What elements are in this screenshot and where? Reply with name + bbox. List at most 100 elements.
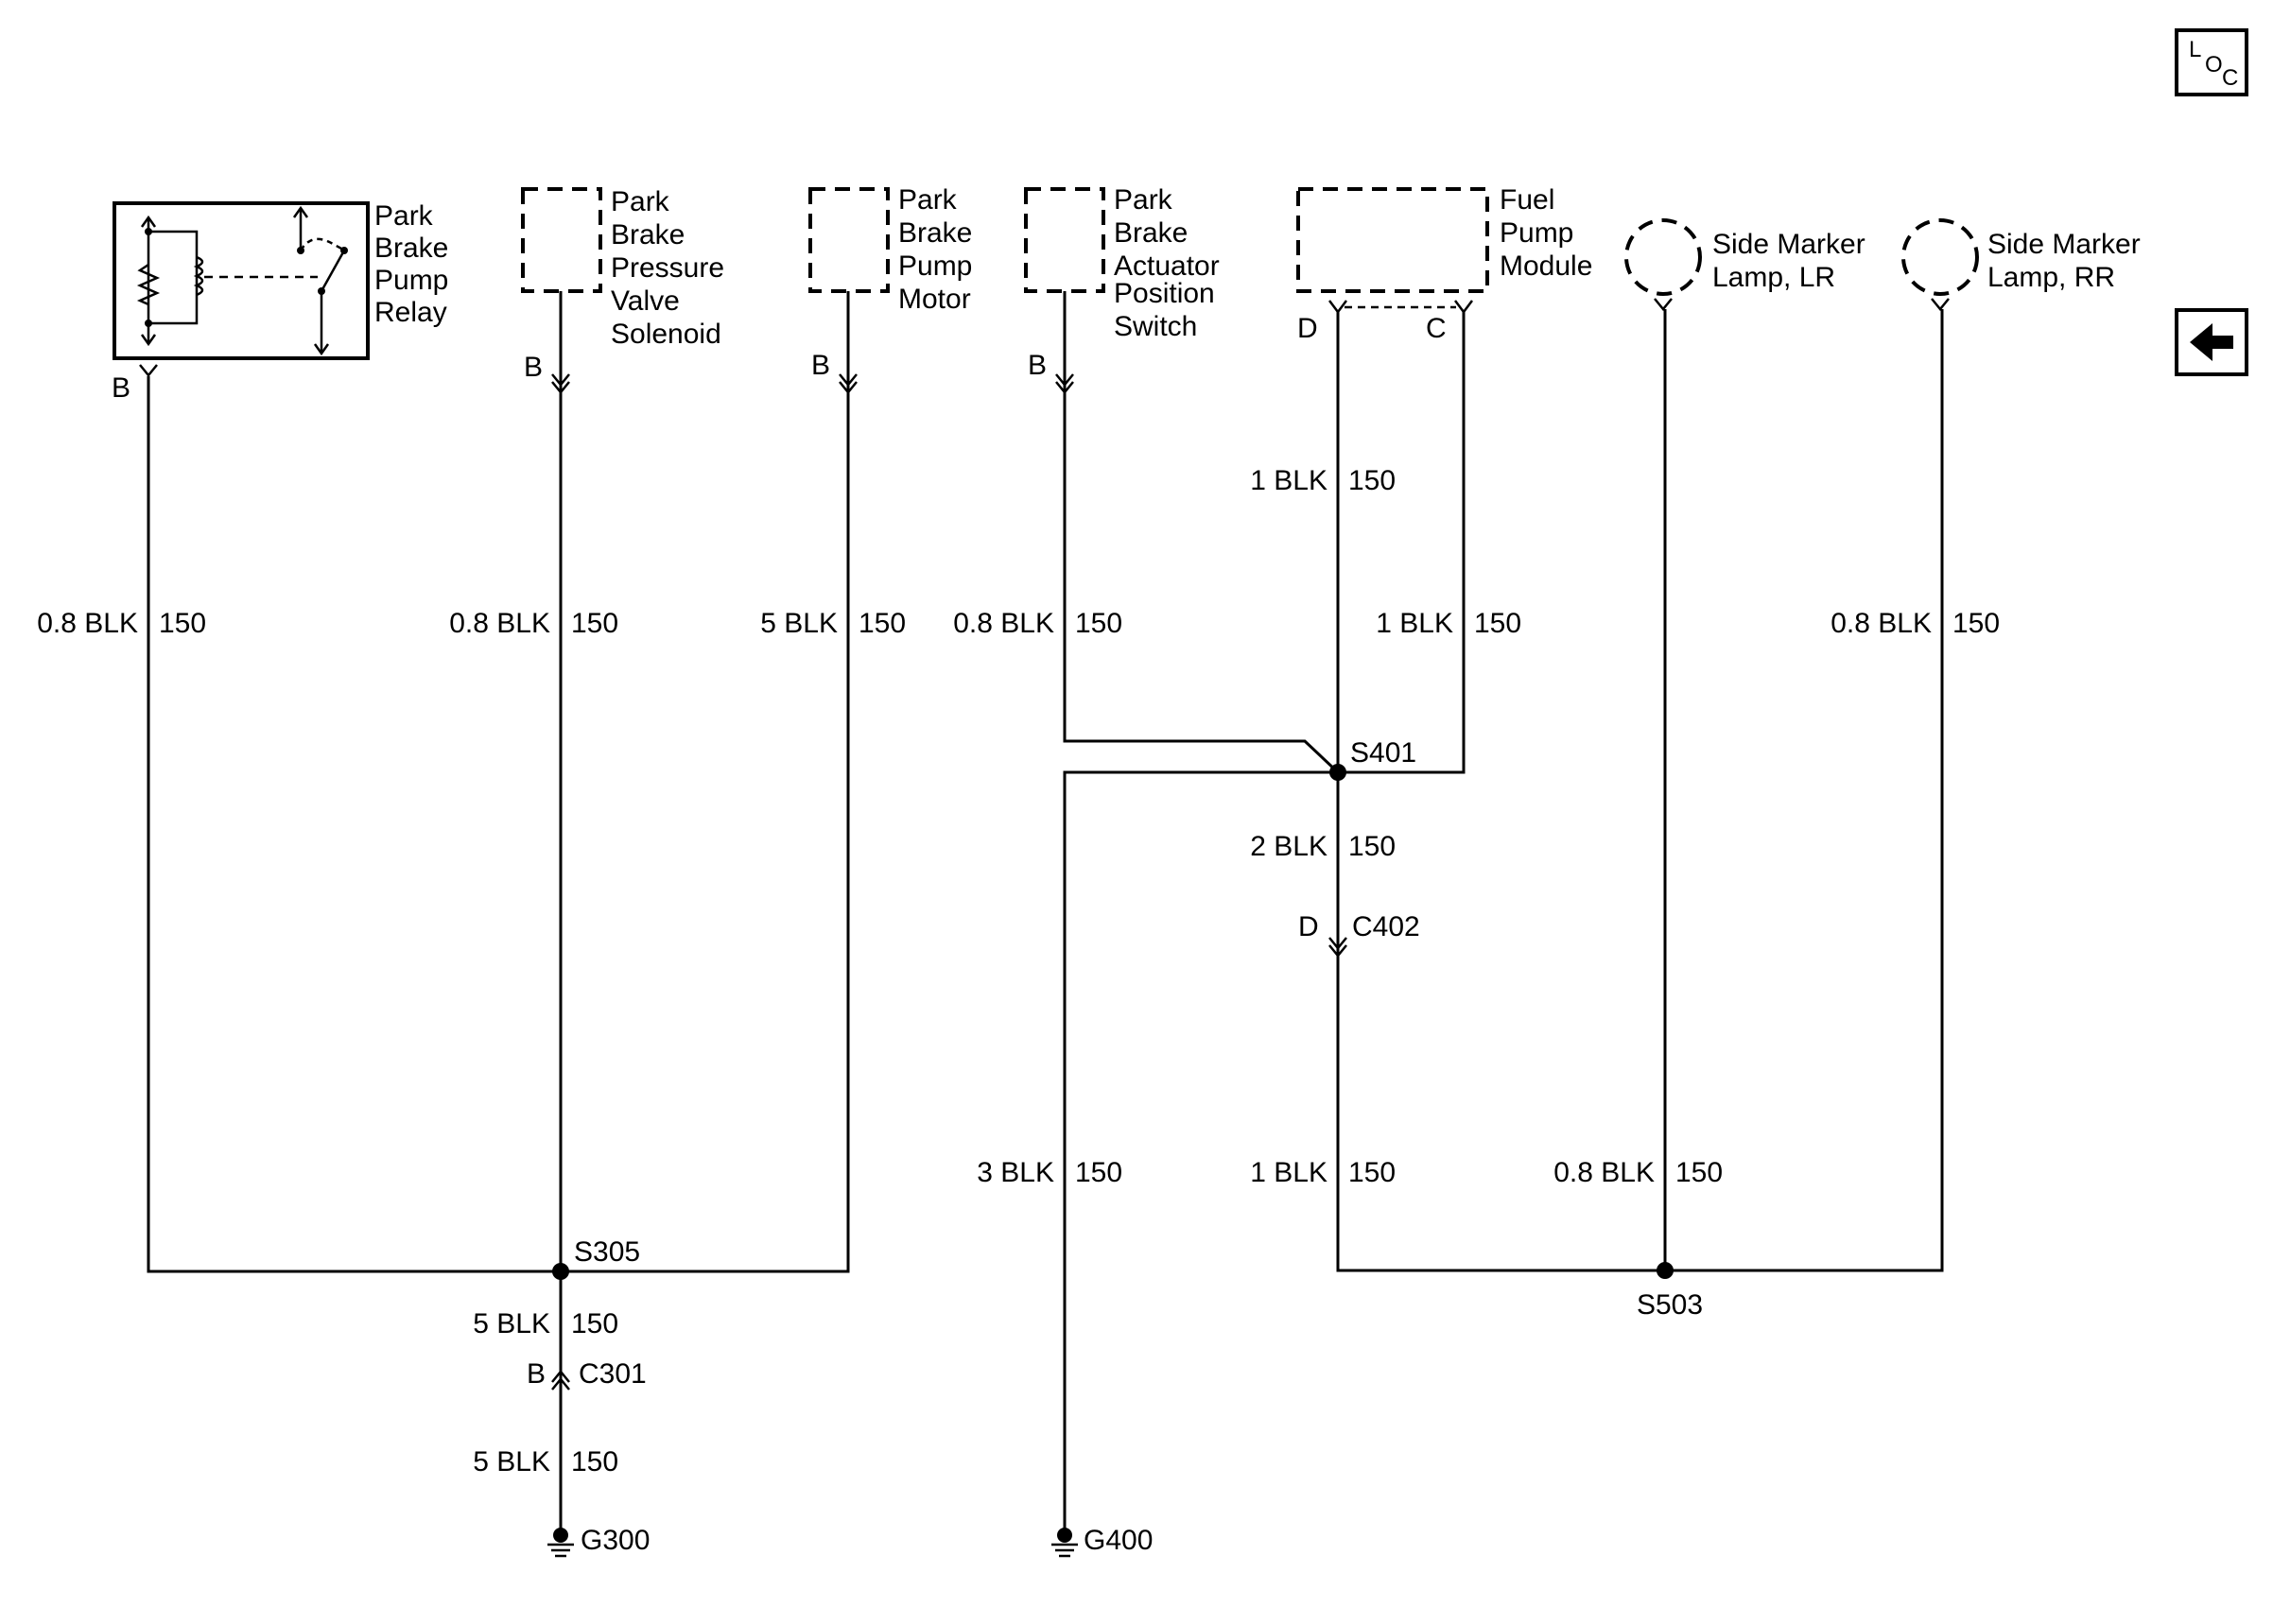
- wire-s305-c301-circuit: 150: [571, 1308, 618, 1339]
- fuel-pump-label-1: Fuel: [1500, 184, 1554, 216]
- connector-c301-pin: B: [527, 1358, 546, 1390]
- wire-label-pressure-valve: 0.8 BLK 150: [449, 608, 618, 639]
- pump-motor-component: Park Brake Pump Motor: [808, 184, 972, 315]
- wire-label-fuel-pump-d: 1 BLK 150: [1250, 465, 1396, 496]
- lamp-rr-component: Side Marker Lamp, RR: [1901, 218, 2141, 311]
- connector-c402-pin: D: [1298, 911, 1319, 942]
- fuel-pump-component: Fuel Pump Module D C: [1296, 184, 1592, 344]
- wire-pressure-valve-circuit: 150: [571, 608, 618, 639]
- wire-c301-g300-circuit: 150: [571, 1446, 618, 1477]
- wire-pressure-valve-gauge: 0.8 BLK: [449, 608, 550, 639]
- wire-pump-motor-gauge: 5 BLK: [760, 608, 838, 639]
- wire-label-c301-g300: 5 BLK 150: [473, 1446, 618, 1477]
- actuator-switch-connector: B: [1028, 350, 1074, 394]
- wire-label-fuel-pump-c: 1 BLK 150: [1376, 608, 1521, 639]
- loc-letter-o: O: [2205, 52, 2223, 78]
- actuator-switch-pin-label: B: [1028, 350, 1047, 381]
- loc-letter-l: L: [2189, 37, 2201, 62]
- wire-fuel-pump-c: [1338, 312, 1466, 774]
- wire-fuel-pump-d-circuit: 150: [1348, 465, 1396, 496]
- wire-pump-motor-circuit: 150: [859, 608, 906, 639]
- wire-c402-s503-gauge: 1 BLK: [1250, 1157, 1327, 1188]
- wire-relay: [147, 376, 561, 1273]
- splice-s401-label: S401: [1350, 737, 1416, 769]
- relay-connector: B: [112, 364, 158, 404]
- pressure-valve-label-5: Solenoid: [611, 319, 721, 350]
- wire-g400-circuit: 150: [1075, 1157, 1122, 1188]
- wire-label-s305-c301: 5 BLK 150: [473, 1308, 618, 1339]
- pressure-valve-label-2: Brake: [611, 219, 685, 251]
- loc-icon[interactable]: L O C: [2175, 28, 2248, 96]
- lamp-lr-component: Side Marker Lamp, LR: [1624, 218, 1865, 311]
- wire-g400: [1063, 770, 1338, 1531]
- actuator-switch-label-4: Position: [1114, 278, 1215, 309]
- fuel-pump-pin-d-label: D: [1297, 313, 1318, 344]
- wire-pump-motor: [561, 291, 850, 1273]
- lamp-lr-label-1: Side Marker: [1712, 229, 1865, 260]
- relay-label-2: Brake: [374, 233, 448, 264]
- fuel-pump-label-2: Pump: [1500, 217, 1573, 249]
- wire-lamp-rr: [1665, 309, 1944, 1272]
- wire-fuel-pump-c-circuit: 150: [1474, 608, 1521, 639]
- fuel-pump-pin-c-label: C: [1426, 313, 1447, 344]
- wire-fuel-pump-d-gauge: 1 BLK: [1250, 465, 1327, 496]
- ground-g400-icon: [1051, 1528, 1078, 1558]
- ground-g400-label: G400: [1084, 1525, 1153, 1556]
- wire-relay-gauge: 0.8 BLK: [37, 608, 138, 639]
- pressure-valve-connector: B: [524, 352, 570, 394]
- pump-motor-pin-label: B: [811, 350, 830, 381]
- lamp-rr-label-1: Side Marker: [1987, 229, 2141, 260]
- relay-label-4: Relay: [374, 297, 447, 328]
- pressure-valve-label-1: Park: [611, 186, 670, 217]
- ground-g300-icon: [547, 1528, 574, 1558]
- ground-g400: G400: [1051, 1525, 1153, 1558]
- wire-c402-s503: [1336, 950, 1665, 1272]
- wire-actuator-switch: [1063, 291, 1340, 774]
- ground-g300: G300: [547, 1525, 650, 1558]
- wire-lamp-rr-circuit: 150: [1952, 608, 2000, 639]
- splice-s503-label: S503: [1637, 1289, 1703, 1321]
- ground-g300-label: G300: [581, 1525, 650, 1556]
- wire-c402-s503-circuit: 150: [1348, 1157, 1396, 1188]
- actuator-switch-label-1: Park: [1114, 184, 1173, 216]
- relay-component: Park Brake Pump Relay: [113, 200, 448, 360]
- wire-s401-c402-gauge: 2 BLK: [1250, 831, 1327, 862]
- connector-c402: D C402: [1298, 911, 1420, 958]
- wire-lamp-rr-gauge: 0.8 BLK: [1831, 608, 1932, 639]
- pump-motor-label-4: Motor: [898, 284, 971, 315]
- actuator-switch-label-5: Switch: [1114, 311, 1197, 342]
- actuator-switch-label-3: Actuator: [1114, 251, 1220, 282]
- wire-s401-c402-circuit: 150: [1348, 831, 1396, 862]
- lamp-rr-label-2: Lamp, RR: [1987, 262, 2115, 293]
- pressure-valve-pin-label: B: [524, 352, 543, 383]
- relay-label-3: Pump: [374, 265, 448, 296]
- pump-motor-connector: B: [811, 350, 858, 394]
- actuator-switch-label-2: Brake: [1114, 217, 1188, 249]
- connector-c301-label: C301: [579, 1358, 647, 1390]
- wire-label-s401-c402: 2 BLK 150: [1250, 831, 1396, 862]
- pressure-valve-label-3: Pressure: [611, 252, 724, 284]
- wire-s305-c301-gauge: 5 BLK: [473, 1308, 550, 1339]
- connector-c402-label: C402: [1352, 911, 1420, 942]
- loc-letter-c: C: [2222, 65, 2238, 91]
- wire-label-pump-motor: 5 BLK 150: [760, 608, 906, 639]
- wire-label-lamp-lr: 0.8 BLK 150: [1553, 1157, 1723, 1188]
- pump-motor-label-1: Park: [898, 184, 958, 216]
- splice-s401: S401: [1329, 737, 1416, 781]
- wire-label-lamp-rr: 0.8 BLK 150: [1831, 608, 2000, 639]
- pressure-valve-component: Park Brake Pressure Valve Solenoid: [521, 186, 724, 350]
- fuel-pump-label-3: Module: [1500, 251, 1592, 282]
- wire-label-relay: 0.8 BLK 150: [37, 608, 206, 639]
- pump-motor-label-3: Pump: [898, 251, 972, 282]
- actuator-switch-component: Park Brake Actuator Position Switch: [1024, 184, 1220, 342]
- wire-c301-g300-gauge: 5 BLK: [473, 1446, 550, 1477]
- wire-fuel-pump-c-gauge: 1 BLK: [1376, 608, 1453, 639]
- splice-s503: S503: [1637, 1262, 1703, 1321]
- pump-motor-label-2: Brake: [898, 217, 972, 249]
- splice-s305-label: S305: [574, 1236, 640, 1268]
- wire-g400-gauge: 3 BLK: [977, 1157, 1054, 1188]
- splice-s305: S305: [552, 1236, 640, 1280]
- wire-actuator-switch-circuit: 150: [1075, 608, 1122, 639]
- left-arrow-icon[interactable]: [2175, 308, 2248, 376]
